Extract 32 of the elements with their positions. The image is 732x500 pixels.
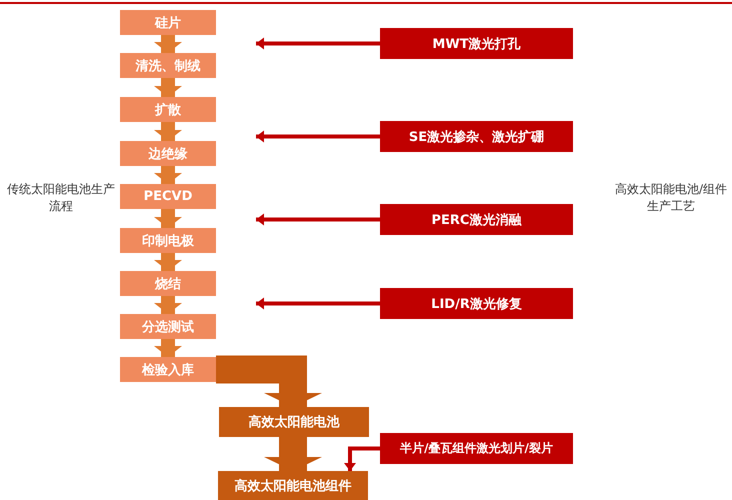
side-note: 传统太阳能电池生产流程	[6, 181, 116, 215]
laser-process-box: LID/R激光修复	[380, 288, 573, 319]
down-arrow	[264, 437, 322, 471]
process-step-box: 硅片	[120, 10, 216, 35]
laser-process-box: PERC激光消融	[380, 204, 573, 235]
arrow	[256, 298, 380, 310]
laser-process-box: SE激光掺杂、激光扩硼	[380, 121, 573, 152]
arrow	[344, 446, 380, 471]
down-arrow	[154, 166, 182, 184]
down-arrow	[154, 209, 182, 228]
laser-process-box: 半片/叠瓦组件激光划片/裂片	[380, 433, 573, 464]
process-step-box: 分选测试	[120, 314, 216, 339]
process-step-box: 检验入库	[120, 357, 216, 382]
arrow	[256, 214, 380, 226]
arrow	[256, 130, 380, 142]
process-step-box: 印制电极	[120, 228, 216, 253]
process-step-box: 烧结	[120, 271, 216, 296]
product-box: 高效太阳能电池	[219, 407, 369, 437]
process-step-box: 边绝缘	[120, 141, 216, 166]
down-arrow	[154, 122, 182, 141]
process-step-box: 扩散	[120, 97, 216, 122]
down-arrow	[154, 253, 182, 271]
down-arrow	[154, 78, 182, 97]
laser-process-box: MWT激光打孔	[380, 28, 573, 59]
down-arrow	[216, 356, 322, 407]
arrow	[256, 38, 380, 50]
product-box: 高效太阳能电池组件	[218, 471, 368, 500]
side-note: 高效太阳能电池/组件生产工艺	[614, 181, 728, 215]
process-step-box: PECVD	[120, 184, 216, 209]
down-arrow	[154, 35, 182, 53]
down-arrow	[154, 339, 182, 357]
process-step-box: 清洗、制绒	[120, 53, 216, 78]
